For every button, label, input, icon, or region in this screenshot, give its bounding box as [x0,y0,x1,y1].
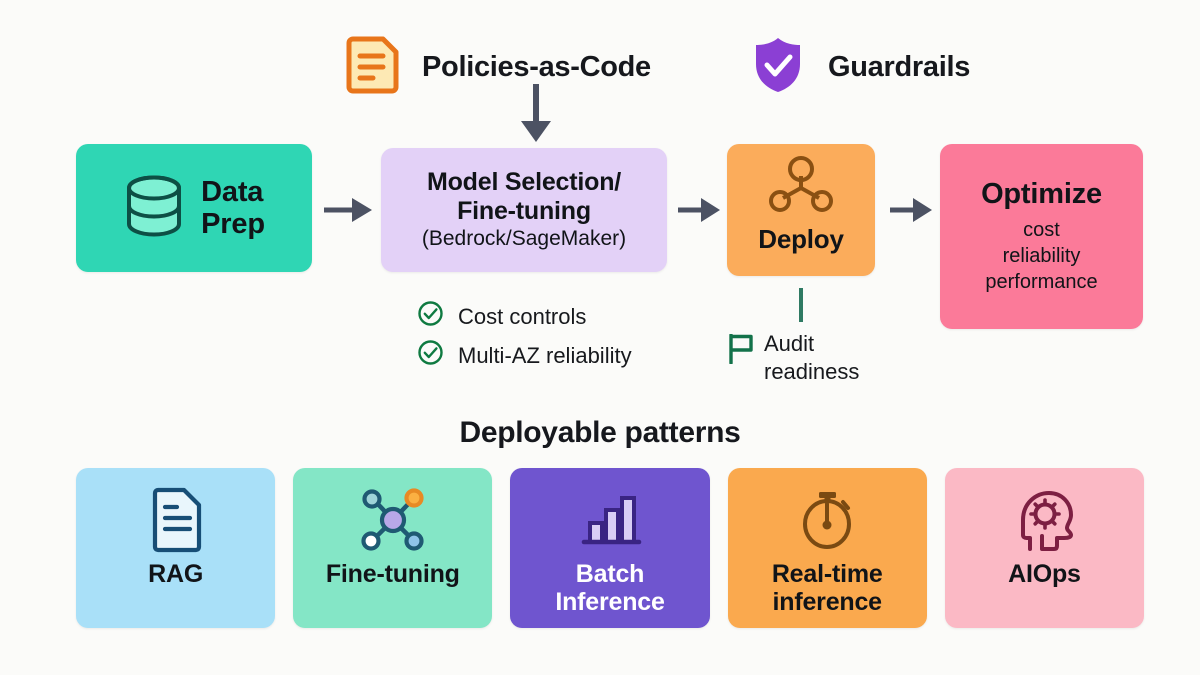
pattern-label-real-time-inference: Real-time inference [771,560,883,616]
document-icon [145,487,207,553]
deploy-title: Deploy [758,224,844,254]
data-prep-title-line2: Prep [201,208,265,240]
pattern-card-rag[interactable]: RAG [76,468,276,628]
audit-readiness-annotation: Audit readiness [727,330,859,385]
flow-step-deploy[interactable]: Deploy [727,144,875,276]
pattern-card-real-time-inference[interactable]: Real-time inference [727,468,927,628]
check-circle-icon [417,339,444,372]
policies-as-code-label: Policies-as-Code [422,51,651,83]
node-graph-icon [768,156,834,221]
pattern-label-aiops: AIOps [1008,560,1081,588]
pattern-card-aiops[interactable]: AIOps [944,468,1145,628]
check-item-cost-controls: Cost controls [417,300,586,333]
head-gear-icon [1009,490,1079,551]
flow-step-optimize[interactable]: Optimize cost reliability performance [940,144,1143,329]
node-network-icon [358,488,428,551]
check-label-multi-az: Multi-AZ reliability [458,342,632,368]
pattern-card-fine-tuning[interactable]: Fine-tuning [293,468,493,628]
optimize-title: Optimize [981,177,1102,210]
arrow-model-to-deploy [676,193,722,232]
pattern-label-batch-inference: Batch Inference [555,560,665,616]
flow-step-data-prep[interactable]: Data Prep [76,144,312,272]
deploy-audit-connector [798,288,804,327]
guardrails-label: Guardrails [828,51,971,83]
flow-step-model-selection[interactable]: Model Selection/ Fine-tuning (Bedrock/Sa… [381,148,667,272]
model-title-line2: Fine-tuning [457,197,591,226]
check-circle-icon [417,300,444,333]
guardrails-annotation: Guardrails [750,36,970,99]
model-subtitle: (Bedrock/SageMaker) [421,227,627,251]
flag-icon [727,333,755,369]
deployable-patterns-row: RAG Fine-tuning [76,468,1145,628]
policies-as-code-annotation: Policies-as-Code [345,36,651,99]
check-item-multi-az: Multi-AZ reliability [417,339,632,372]
deployable-patterns-heading: Deployable patterns [459,416,741,449]
arrow-deploy-to-optimize [888,193,934,232]
optimize-sub-performance: performance [985,270,1098,293]
policies-to-model-arrow [512,82,560,149]
pattern-label-fine-tuning: Fine-tuning [325,560,460,588]
pattern-card-batch-inference[interactable]: Batch Inference [510,468,710,628]
check-label-cost-controls: Cost controls [458,303,587,329]
arrow-data-prep-to-model [322,193,374,232]
model-title-line1: Model Selection/ [426,168,622,197]
audit-readiness-label: Audit readiness [764,331,860,384]
policy-document-icon [345,36,400,99]
shield-check-icon [750,36,806,99]
database-icon [123,173,185,244]
stopwatch-icon [794,490,860,550]
optimize-sub-cost: cost [1023,219,1060,242]
bar-chart-icon [576,490,644,550]
data-prep-title-line1: Data [201,175,264,208]
pattern-label-rag: RAG [148,560,204,588]
optimize-sub-reliability: reliability [1002,244,1081,267]
